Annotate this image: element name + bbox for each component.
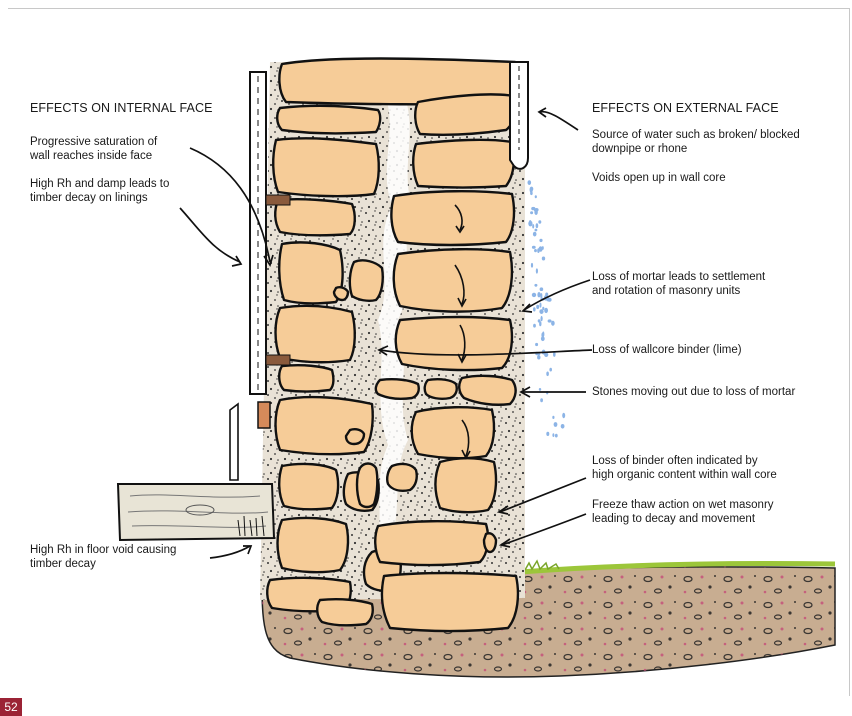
- water-drop: [540, 293, 542, 298]
- water-drop: [554, 422, 558, 427]
- water-drop: [561, 424, 565, 429]
- water-drop: [542, 257, 545, 261]
- water-drop: [541, 337, 545, 342]
- water-drop: [535, 229, 538, 232]
- water-drop: [535, 343, 538, 346]
- label-stones-moving-out: Stones moving out due to loss of mortar: [592, 386, 795, 400]
- water-drop: [540, 287, 544, 291]
- water-drop: [529, 220, 531, 223]
- water-drop: [530, 187, 533, 193]
- water-drop: [551, 321, 555, 326]
- water-drop: [546, 432, 549, 436]
- arrow-floor-void: [210, 546, 250, 558]
- label-freeze-thaw: Freeze thaw action on wet masonry leadin…: [592, 499, 774, 526]
- water-drop: [539, 309, 543, 314]
- water-drop: [536, 268, 538, 273]
- water-drop: [552, 433, 554, 437]
- label-voids: Voids open up in wall core: [592, 172, 726, 186]
- water-drop: [540, 303, 542, 308]
- water-drop: [531, 263, 533, 268]
- water-drop: [534, 249, 537, 252]
- water-drop: [537, 292, 540, 297]
- label-wallcore-binder: Loss of wallcore binder (lime): [592, 344, 742, 358]
- water-drop: [538, 319, 541, 322]
- water-drop: [534, 284, 537, 287]
- label-progressive-saturation: Progressive saturation of wall reaches i…: [30, 136, 157, 163]
- water-drop: [534, 209, 537, 215]
- downpipe: [510, 62, 528, 169]
- water-drop: [548, 319, 552, 322]
- water-drop: [541, 316, 543, 321]
- arrow-source: [540, 112, 578, 130]
- water-drop: [547, 298, 551, 302]
- water-drop: [549, 368, 552, 372]
- water-drop: [536, 305, 539, 309]
- water-drop: [536, 223, 539, 228]
- water-drops: [528, 180, 566, 437]
- water-drop: [528, 180, 532, 185]
- heading-external-face: EFFECTS ON EXTERNAL FACE: [592, 102, 779, 116]
- label-organic-content: Loss of binder often indicated by high o…: [592, 455, 777, 482]
- water-drop: [532, 293, 536, 297]
- water-drop: [542, 246, 544, 250]
- page-number-badge: 52: [0, 698, 22, 716]
- water-drop: [530, 211, 533, 214]
- water-drop: [533, 324, 536, 328]
- water-drop: [552, 416, 554, 419]
- label-floor-void-decay: High Rh in floor void causing timber dec…: [30, 544, 176, 571]
- arrow-timber-decay: [180, 208, 240, 262]
- water-drop: [539, 388, 541, 391]
- label-water-source: Source of water such as broken/ blocked …: [592, 129, 800, 156]
- heading-internal-face: EFFECTS ON INTERNAL FACE: [30, 102, 213, 116]
- water-drop: [533, 307, 536, 311]
- water-drop: [555, 434, 558, 438]
- water-drop: [537, 248, 539, 253]
- label-settlement-rotation: Loss of mortar leads to settlement and r…: [592, 271, 765, 298]
- water-drop: [542, 331, 544, 337]
- water-drop: [540, 398, 543, 402]
- water-drop: [538, 220, 541, 223]
- water-drop: [544, 308, 548, 313]
- water-drop: [535, 195, 537, 198]
- water-drop: [546, 372, 549, 377]
- water-drop: [532, 246, 536, 249]
- water-drop: [539, 239, 542, 242]
- water-drop: [537, 355, 540, 359]
- label-timber-decay-linings: High Rh and damp leads to timber decay o…: [30, 178, 169, 205]
- water-drop: [532, 224, 534, 228]
- floor-joist: [118, 484, 274, 540]
- water-drop: [533, 232, 537, 237]
- water-drop: [562, 413, 565, 418]
